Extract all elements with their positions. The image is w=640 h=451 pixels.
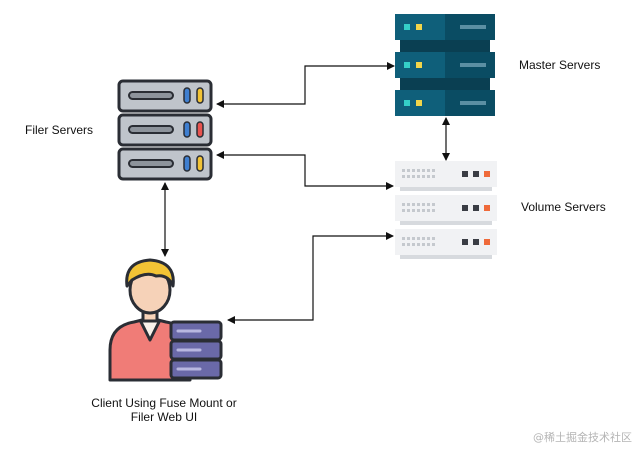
filer-server-icon [117,79,213,181]
volume-server-icon [395,161,497,259]
client-server-icon [169,320,223,380]
volume-servers-label: Volume Servers [521,200,606,214]
client-label-line-2: Filer Web UI [130,410,198,424]
master-server-icon [395,14,495,116]
client-label-line-1: Client Using Fuse Mount or [91,396,237,410]
arrow-filer-master [216,62,395,108]
master-servers-label: Master Servers [519,58,601,72]
connectors [161,62,450,324]
arrow-volume-client [227,232,394,324]
client-label: Client Using Fuse Mount or Filer Web UI [91,396,236,424]
filer-servers-label: Filer Servers [25,123,94,137]
watermark: @稀土掘金技术社区 [533,431,632,444]
arrow-filer-volume [216,151,394,190]
